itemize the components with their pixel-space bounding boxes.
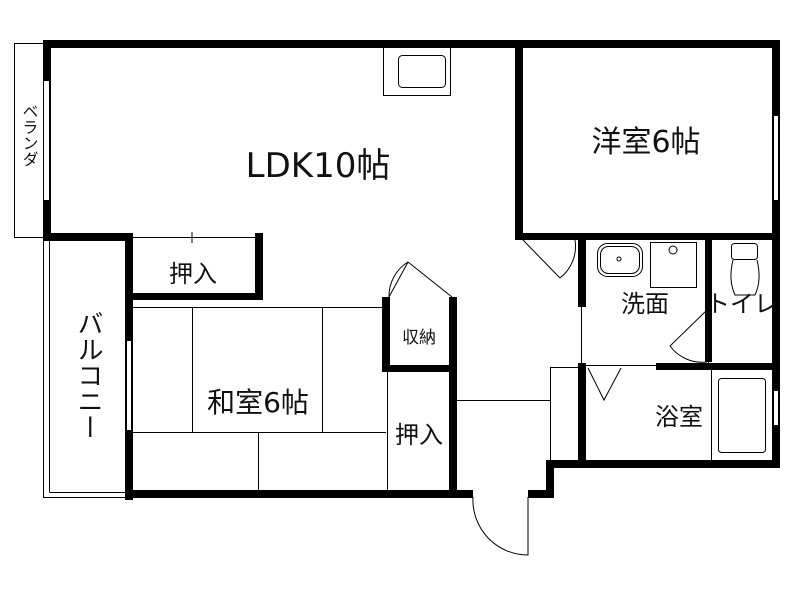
room-label-washroom: 洗面 <box>621 290 669 318</box>
door-swing <box>388 239 708 556</box>
room-label-balcony: バルコニー <box>73 310 103 440</box>
room-label-western: 洋室6帖 <box>591 125 700 160</box>
toilet-icon <box>730 243 760 296</box>
window <box>43 80 50 201</box>
wash-basin-icon <box>597 243 643 277</box>
room-label-bath: 浴室 <box>655 403 703 431</box>
room-label-japanese: 和室6帖 <box>207 386 309 419</box>
room-label-toilet: トイレ <box>706 290 778 318</box>
room-label-closet-upper: 押入 <box>169 260 217 288</box>
interior-lines <box>132 232 712 490</box>
bathtub-icon <box>718 378 766 453</box>
kitchen-sink-icon <box>383 47 451 96</box>
room-label-closet-lower: 押入 <box>395 421 443 449</box>
window <box>126 340 132 431</box>
room-label-veranda: ベランダ <box>20 103 39 167</box>
washing-machine-icon <box>650 242 697 288</box>
window <box>773 115 779 201</box>
room-label-storage: 収納 <box>402 328 436 348</box>
window <box>773 390 779 426</box>
room-label-ldk: LDK10帖 <box>246 146 391 186</box>
